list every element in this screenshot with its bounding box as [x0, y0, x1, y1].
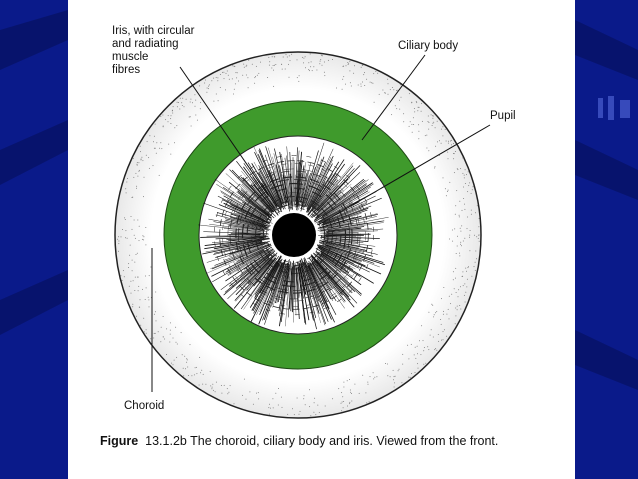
pupil — [272, 213, 316, 257]
label-pupil: Pupil — [490, 110, 516, 123]
label-ciliary-body: Ciliary body — [398, 40, 458, 53]
caption-prefix: Figure — [100, 434, 138, 448]
caption-number: 13.1.2b — [145, 434, 187, 448]
label-iris: Iris, with circular and radiating muscle… — [112, 25, 194, 77]
figure-caption: Figure 13.1.2b The choroid, ciliary body… — [100, 434, 566, 449]
label-choroid: Choroid — [124, 400, 164, 413]
caption-text: The choroid, ciliary body and iris. View… — [187, 434, 499, 448]
